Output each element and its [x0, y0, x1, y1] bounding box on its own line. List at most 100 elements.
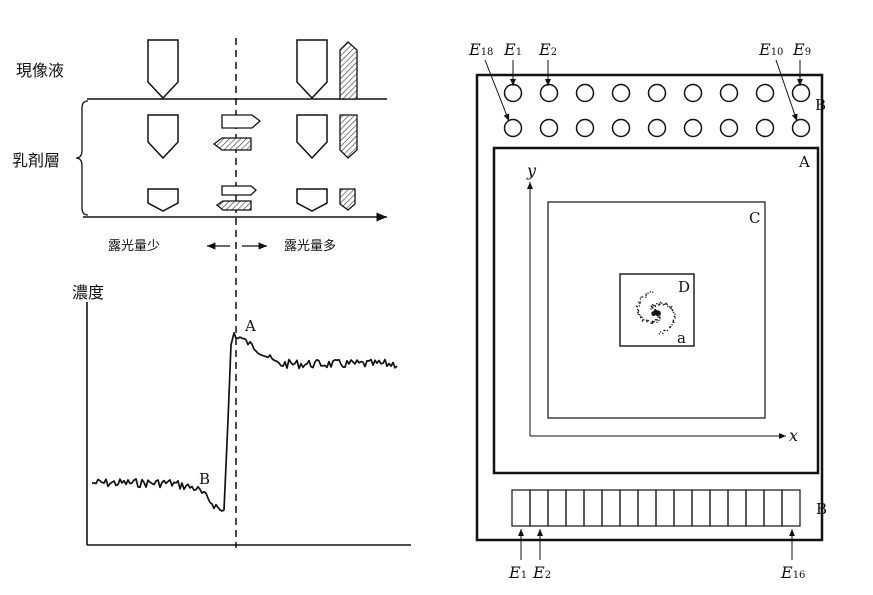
star-dot: [653, 320, 655, 323]
star-dot: [654, 305, 657, 308]
silver-halide-crystal: [296, 114, 328, 160]
star-dot: [658, 312, 661, 315]
star-dot: [664, 303, 666, 305]
star-dot: [637, 311, 640, 313]
star-dot: [646, 320, 648, 323]
star-dot: [651, 321, 653, 323]
star-dot: [642, 319, 644, 321]
strip-cell: [691, 489, 711, 527]
star-dot: [654, 319, 657, 321]
silver-halide-crystal: [147, 39, 179, 100]
strip-cell: [709, 489, 729, 527]
star-dot: [671, 308, 673, 311]
star-dot: [638, 314, 641, 316]
silver-halide-crystal: [296, 188, 328, 212]
star-dot: [639, 301, 642, 303]
star-dot: [665, 303, 667, 305]
strip-cell: [583, 489, 603, 527]
star-dot: [641, 296, 644, 298]
star-dot: [674, 317, 676, 319]
star-dot: [659, 301, 662, 304]
region-d-label: D: [678, 278, 690, 296]
star-dot: [668, 326, 671, 329]
electrode-circle: [683, 83, 703, 103]
electrode-circle-grid: [503, 83, 811, 138]
star-dot: [655, 313, 659, 316]
region-d-frame: [619, 273, 695, 347]
developed-silver-hatched: [339, 41, 358, 100]
star-dot: [659, 316, 661, 319]
strip-cell: [565, 489, 585, 527]
detector-diagram: B E18 E1 E2 E10 E9 A y x C D a B E1 E2 E…: [468, 40, 827, 582]
electrode-circle: [791, 83, 811, 103]
star-dot: [639, 317, 642, 319]
region-a-frame: [492, 146, 820, 475]
star-dot: [650, 322, 652, 324]
region-c-label: C: [749, 209, 760, 227]
star-dot: [638, 305, 641, 307]
electrode-circle: [683, 118, 703, 138]
star-dot: [673, 321, 675, 324]
star-dot: [671, 305, 673, 308]
developed-silver-hatched: [339, 188, 356, 211]
star-dot: [659, 318, 661, 320]
electrode-circle: [611, 83, 631, 103]
star-dot: [641, 320, 644, 322]
star-dot: [658, 304, 660, 306]
star-dot: [659, 303, 661, 305]
star-dot: [659, 331, 662, 333]
diffusion-arrow-right: [221, 185, 257, 196]
star-dot: [658, 319, 660, 322]
electrode-strip: [511, 489, 801, 527]
strip-cell: [637, 489, 657, 527]
star-dot: [667, 305, 669, 307]
electrode-label-e10: E10: [758, 40, 783, 59]
star-dot: [672, 311, 675, 314]
star-dot: [663, 329, 665, 331]
star-dot: [654, 311, 657, 314]
strip-cell: [529, 489, 549, 527]
bottom-label-e2: E2: [532, 563, 551, 582]
star-dot: [656, 319, 658, 321]
silver-halide-crystal: [147, 114, 179, 160]
star-dot: [639, 302, 641, 305]
star-dot: [651, 322, 653, 325]
strip-cell: [655, 489, 675, 527]
small-a-label: a: [677, 329, 686, 347]
electrode-circle: [755, 118, 775, 138]
electrode-circle: [791, 118, 811, 138]
star-dot: [643, 319, 645, 321]
arrow-e18: [484, 59, 510, 122]
star-dot: [647, 320, 650, 322]
strip-cell: [745, 489, 765, 527]
region-c-frame: [547, 201, 766, 419]
star-dot: [636, 305, 638, 307]
x-axis-label: x: [789, 426, 798, 445]
star-dot: [669, 325, 672, 328]
star-dot: [668, 306, 671, 308]
star-dot: [674, 313, 676, 315]
electrode-circle: [647, 83, 667, 103]
star-dot: [672, 309, 674, 312]
star-dot: [674, 315, 676, 318]
development-diagram: 現像液 乳剤層 露光量少 露光量多: [12, 38, 387, 548]
electrode-circle: [647, 118, 667, 138]
star-dot: [647, 292, 649, 295]
star-dot: [646, 319, 648, 321]
star-dot: [639, 298, 642, 300]
silver-halide-crystal: [296, 39, 328, 100]
strip-cell: [619, 489, 639, 527]
electrode-label-e2: E2: [538, 40, 557, 59]
strip-cell: [511, 489, 531, 527]
y-axis-label: y: [526, 161, 537, 180]
star-dot: [666, 303, 668, 305]
low-exposure-label: 露光量少: [108, 239, 160, 254]
strip-cell: [727, 489, 747, 527]
star-dot: [657, 316, 659, 318]
electrode-circle: [539, 83, 559, 103]
electrode-circle: [611, 118, 631, 138]
star-dot: [640, 315, 642, 317]
star-dot: [651, 313, 654, 316]
electrode-label-e1: E1: [503, 40, 522, 59]
star-dot: [636, 312, 639, 314]
